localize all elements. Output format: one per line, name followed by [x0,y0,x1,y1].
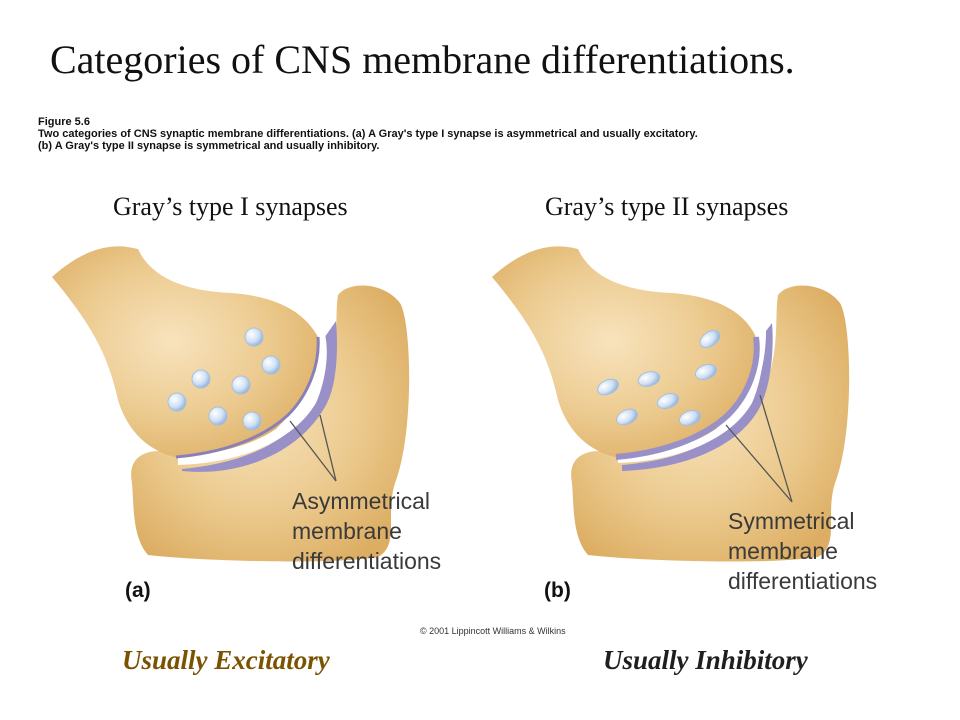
panel-heading-type-1: Gray’s type I synapses [113,192,348,221]
vesicle [208,406,228,426]
vesicle [656,392,680,410]
pointer-line-a [319,414,337,482]
presynaptic-membrane-a [175,336,320,459]
vesicle [616,408,638,426]
figure-number: Figure 5.6 [38,116,90,128]
presynaptic-density-b [615,336,760,460]
panel-label-b: (b) [544,579,571,602]
pointer-line-b [725,424,793,503]
synaptic-cleft-a [178,325,327,465]
figure-caption-line-1: Two categories of CNS synaptic membrane … [38,128,698,140]
postsynaptic-density-a [182,321,337,472]
synapse-diagram: Asymmetrical membrane differentiations (… [52,246,877,602]
annotation-b-line-1: Symmetrical [728,508,855,534]
vesicle [191,369,211,389]
synaptic-vesicles-b [597,329,721,427]
pointer-line-b [759,394,793,503]
vesicle [678,409,702,427]
annotation-a-line-3: differentiations [292,548,441,574]
panel-heading-type-2: Gray’s type II synapses [545,192,789,221]
presynaptic-terminal-b [492,246,757,457]
synaptic-cleft-b [618,327,764,463]
vesicle [699,329,721,349]
vesicle [694,363,718,381]
postsynaptic-dendrite-b [571,285,850,562]
panel-a-synapse: Asymmetrical membrane differentiations (… [52,246,441,602]
vesicle [244,327,264,347]
annotation-b-line-2: membrane [728,538,838,564]
synaptic-vesicles-a [167,327,281,431]
panel-label-a: (a) [125,579,151,602]
vesicle [637,371,661,387]
vesicle [231,375,251,395]
annotation-b-line-3: differentiations [728,568,877,594]
vesicle [261,355,281,375]
vesicle [597,378,619,396]
pointer-line-a [289,420,337,482]
presynaptic-terminal-a [52,246,319,457]
vesicle [167,392,187,412]
figure-caption-line-2: (b) A Gray's type II synapse is symmetri… [38,140,380,152]
annotation-a-line-1: Asymmetrical [292,488,430,514]
postsynaptic-density-b [622,323,773,471]
annotation-a-line-2: membrane [292,518,402,544]
footer-label-excitatory: Usually Excitatory [122,645,330,675]
footer-label-inhibitory: Usually Inhibitory [603,645,808,675]
vesicle [242,411,262,431]
postsynaptic-dendrite-a [131,285,410,562]
panel-b-synapse: Symmetrical membrane differentiations (b… [492,246,877,602]
figure-caption: Figure 5.6 Two categories of CNS synapti… [38,116,698,152]
copyright-notice: © 2001 Lippincott Williams & Wilkins [420,626,566,636]
slide-title: Categories of CNS membrane differentiati… [50,37,795,82]
